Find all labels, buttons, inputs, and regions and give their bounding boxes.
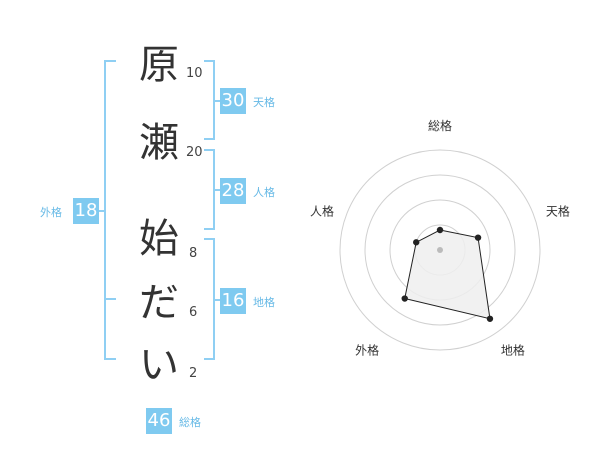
tenkaku-connector [215,100,220,102]
tenkaku-label: 天格 [253,96,275,109]
soukaku-value: 46 [146,408,172,434]
name-char-5: い [139,342,179,388]
name-char-1: 原 [139,42,179,88]
radar-axis-label: 総格 [428,118,452,133]
radar-axis-label: 人格 [310,204,334,219]
jinkaku-label: 人格 [253,186,275,199]
radar-axis-label: 外格 [355,342,379,357]
stroke-count-2: 20 [186,145,203,160]
radar-point [401,295,408,302]
gaikaku-label: 外格 [40,206,62,219]
radar-ring [364,174,516,326]
radar-polygon [404,229,491,320]
radar-center [437,247,443,253]
name-char-4: だ [139,280,179,326]
jinkaku-value: 28 [220,178,246,204]
gaikaku-value: 18 [73,198,99,224]
stroke-count-4: 6 [189,305,198,320]
radar-point [436,226,444,234]
radar-point [413,239,420,246]
stroke-count-5: 2 [189,366,198,381]
radar-axis-label: 地格 [501,342,525,357]
soukaku-label: 総格 [179,416,201,429]
radar-point [486,315,494,322]
name-char-2: 瀬 [139,120,179,166]
radar-ring [339,149,541,351]
stroke-count-3: 8 [189,246,198,261]
stroke-count-1: 10 [186,66,203,81]
chikaku-connector [215,299,220,301]
jinkaku-connector [215,189,220,191]
chikaku-label: 地格 [253,296,275,309]
radar-axis-label: 天格 [546,204,570,219]
radar-point [474,234,482,241]
tenkaku-value: 30 [220,88,246,114]
chikaku-value: 16 [220,288,246,314]
name-char-3: 始 [139,216,179,262]
